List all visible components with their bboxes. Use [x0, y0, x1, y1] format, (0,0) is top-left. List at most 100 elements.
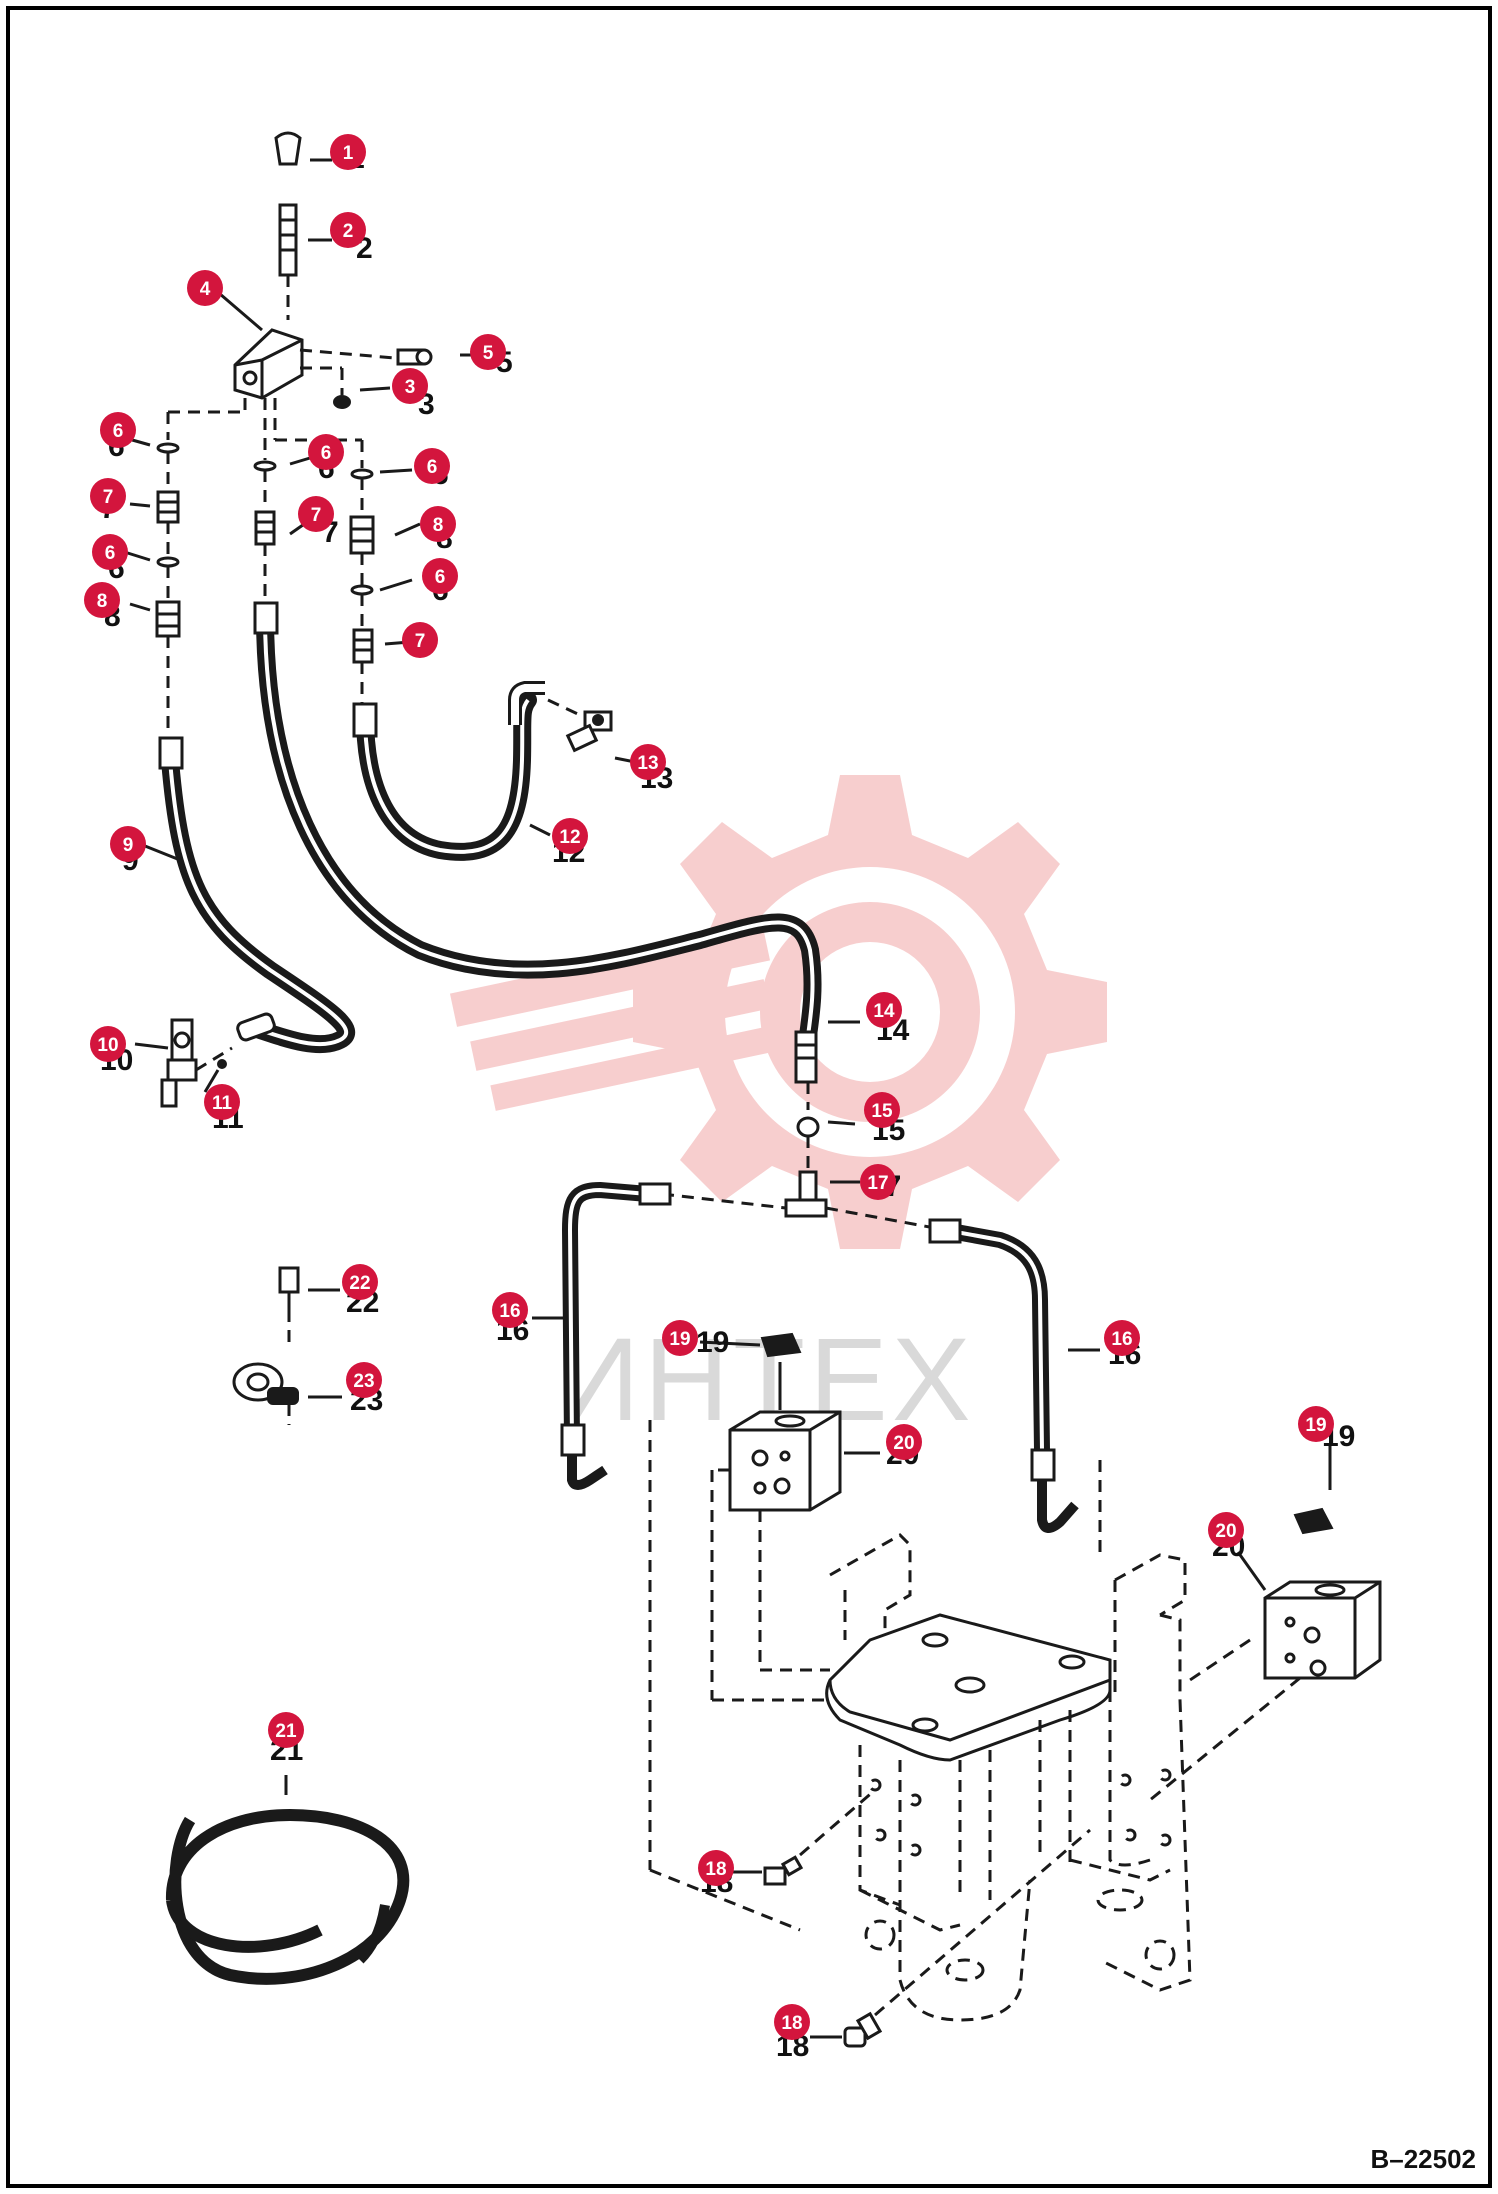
svg-text:20: 20 — [893, 1433, 914, 1454]
svg-text:15: 15 — [871, 1101, 893, 1122]
clamp-part-23 — [232, 1362, 299, 1405]
callout[interactable]: 19 19 — [1298, 1406, 1355, 1453]
callout[interactable]: 8 8 — [84, 582, 121, 633]
svg-text:13: 13 — [637, 753, 658, 774]
svg-text:8: 8 — [97, 591, 108, 612]
callout[interactable]: 22 22 — [342, 1264, 379, 1319]
fitting-8-left — [155, 600, 181, 638]
leader-lines — [117, 158, 1332, 2039]
callout[interactable]: 15 15 — [864, 1092, 905, 1147]
elbow-16-left — [567, 1455, 608, 1490]
svg-text:18: 18 — [781, 2013, 802, 2034]
svg-text:6: 6 — [321, 443, 332, 464]
svg-text:7: 7 — [311, 505, 322, 526]
svg-text:16: 16 — [499, 1301, 520, 1322]
svg-text:19: 19 — [696, 1326, 729, 1359]
pad-part-19-left — [760, 1332, 802, 1358]
callout[interactable]: 3 3 — [392, 368, 435, 421]
callout[interactable]: 18 18 — [698, 1850, 734, 1899]
tee-fitting-13 — [565, 710, 613, 753]
callout[interactable]: 5 5 — [470, 334, 513, 379]
plug-part-11 — [217, 1059, 227, 1069]
coiled-hose-part-21 — [165, 1808, 410, 1985]
elbow-fitting-12 — [508, 681, 545, 725]
callout[interactable]: 1 1 — [330, 134, 366, 175]
bolt-part-18-upper — [763, 1855, 804, 1886]
fitting-14-end — [794, 1030, 818, 1084]
o-ring-part — [156, 442, 180, 454]
fitting-7-left — [156, 490, 180, 524]
bolt-part-5 — [396, 348, 433, 366]
svg-text:17: 17 — [867, 1173, 888, 1194]
callout[interactable]: 20 20 — [886, 1424, 922, 1471]
svg-text:22: 22 — [349, 1273, 370, 1294]
svg-text:16: 16 — [1111, 1329, 1132, 1350]
callout[interactable]: 7 7 — [90, 478, 126, 525]
hose-12 — [356, 691, 537, 861]
callout[interactable]: 19 19 — [662, 1320, 729, 1359]
hose-9 — [161, 751, 355, 1054]
svg-text:19: 19 — [1305, 1415, 1326, 1436]
svg-text:9: 9 — [123, 835, 134, 856]
o-ring-15 — [796, 1116, 820, 1138]
callout[interactable]: 16 16 — [492, 1292, 529, 1347]
callout[interactable]: 16 16 — [1104, 1320, 1141, 1371]
callout[interactable]: 18 18 — [774, 2004, 810, 2063]
svg-text:6: 6 — [113, 421, 124, 442]
svg-text:21: 21 — [275, 1721, 297, 1742]
svg-text:2: 2 — [343, 221, 354, 242]
callout[interactable]: 6 6 — [100, 412, 136, 463]
gear-logo — [449, 775, 1107, 1249]
svg-text:6: 6 — [105, 543, 116, 564]
callout[interactable]: 2 2 — [330, 212, 373, 265]
fitting-8-right — [349, 515, 375, 555]
svg-text:6: 6 — [435, 567, 446, 588]
callout[interactable]: 6 6 — [414, 448, 450, 491]
callout[interactable]: 6 6 — [308, 434, 344, 485]
drawing-frame — [6, 6, 1492, 2188]
svg-text:6: 6 — [427, 457, 438, 478]
elbow-fitting-9 — [236, 1012, 276, 1042]
callout[interactable]: 4 — [187, 270, 223, 306]
svg-text:3: 3 — [405, 377, 416, 398]
callout[interactable]: 9 9 — [110, 826, 146, 877]
callout[interactable]: 7 7 — [402, 622, 438, 659]
callout[interactable]: 7 7 — [298, 496, 339, 549]
svg-text:11: 11 — [212, 1093, 233, 1114]
fitting-7-middle — [254, 510, 276, 546]
svg-text:18: 18 — [705, 1859, 726, 1880]
callout[interactable]: 20 20 — [1208, 1512, 1245, 1563]
callout[interactable]: 17 17 — [860, 1164, 901, 1203]
screw-part-22 — [278, 1266, 300, 1310]
callout[interactable]: 8 8 — [420, 506, 456, 555]
callout[interactable]: 6 6 — [422, 558, 458, 607]
callouts: 1 1 2 2 3 3 4 5 5 6 6 6 — [84, 134, 1355, 2063]
block-part-20-left — [728, 1410, 842, 1512]
callout[interactable]: 11 11 — [204, 1084, 244, 1135]
callout[interactable]: 21 21 — [268, 1712, 304, 1767]
callout[interactable]: 14 14 — [866, 992, 910, 1047]
stud-part — [278, 203, 298, 277]
svg-text:7: 7 — [103, 487, 114, 508]
reference-code: B–22502 — [1370, 2144, 1476, 2174]
svg-text:4: 4 — [200, 279, 211, 300]
svg-text:20: 20 — [1215, 1521, 1236, 1542]
swing-frame — [825, 1533, 1192, 2022]
manifold-block-part — [233, 328, 304, 400]
callout[interactable]: 23 23 — [346, 1362, 383, 1417]
callout[interactable]: 10 10 — [90, 1026, 133, 1077]
svg-text:12: 12 — [559, 827, 580, 848]
callout[interactable]: 6 6 — [92, 534, 128, 585]
callout[interactable]: 12 12 — [552, 818, 588, 869]
pad-part-19-right — [1293, 1507, 1334, 1535]
pressure-cap-part — [274, 131, 302, 166]
block-part-20-right — [1263, 1580, 1382, 1680]
svg-text:1: 1 — [343, 143, 354, 164]
svg-text:14: 14 — [873, 1001, 895, 1022]
svg-text:19: 19 — [669, 1329, 690, 1350]
elbow-16-right — [1037, 1480, 1079, 1533]
svg-text:23: 23 — [353, 1371, 374, 1392]
callout[interactable]: 13 13 — [630, 744, 673, 795]
svg-text:8: 8 — [433, 515, 444, 536]
